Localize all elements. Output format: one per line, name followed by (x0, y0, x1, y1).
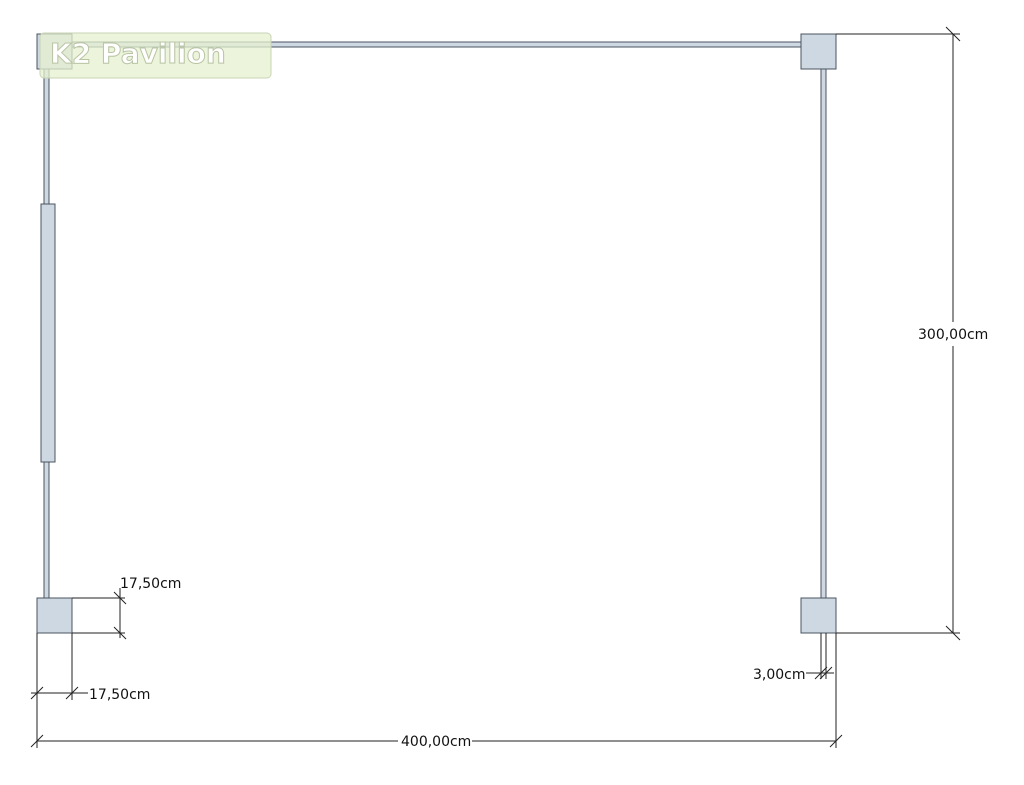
posts (36, 33, 837, 634)
dimension-post-depth (72, 588, 127, 640)
logo-text: K2 Pavilion (50, 37, 226, 70)
post-width-label: 17,50cm (89, 687, 150, 703)
wall-thickness-label: 3,00cm (753, 667, 806, 683)
walls (40, 41, 827, 599)
tick-mark (65, 686, 79, 700)
post-depth-label: 17,50cm (120, 576, 181, 592)
post-bottom-left (36, 597, 73, 634)
left-wall-window (40, 203, 56, 463)
dimension-post-width (30, 633, 88, 700)
post-top-right (800, 33, 837, 70)
logo: K2 Pavilion (39, 32, 272, 79)
right-wall (820, 68, 827, 599)
dimension-height (836, 26, 961, 641)
logo-badge (39, 32, 272, 79)
tick-mark (113, 626, 127, 640)
tick-mark (819, 666, 833, 680)
dimension-wall-thickness (806, 633, 834, 680)
height-label: 300,00cm (918, 327, 988, 343)
tick-mark (814, 666, 828, 680)
tick-mark (30, 734, 44, 748)
tick-mark (113, 591, 127, 605)
tick-mark (945, 26, 961, 42)
tick-mark (829, 734, 843, 748)
tick-mark (30, 686, 44, 700)
width-label: 400,00cm (401, 734, 471, 750)
dimension-width (30, 633, 843, 748)
post-bottom-right (800, 597, 837, 634)
tick-mark (945, 625, 961, 641)
